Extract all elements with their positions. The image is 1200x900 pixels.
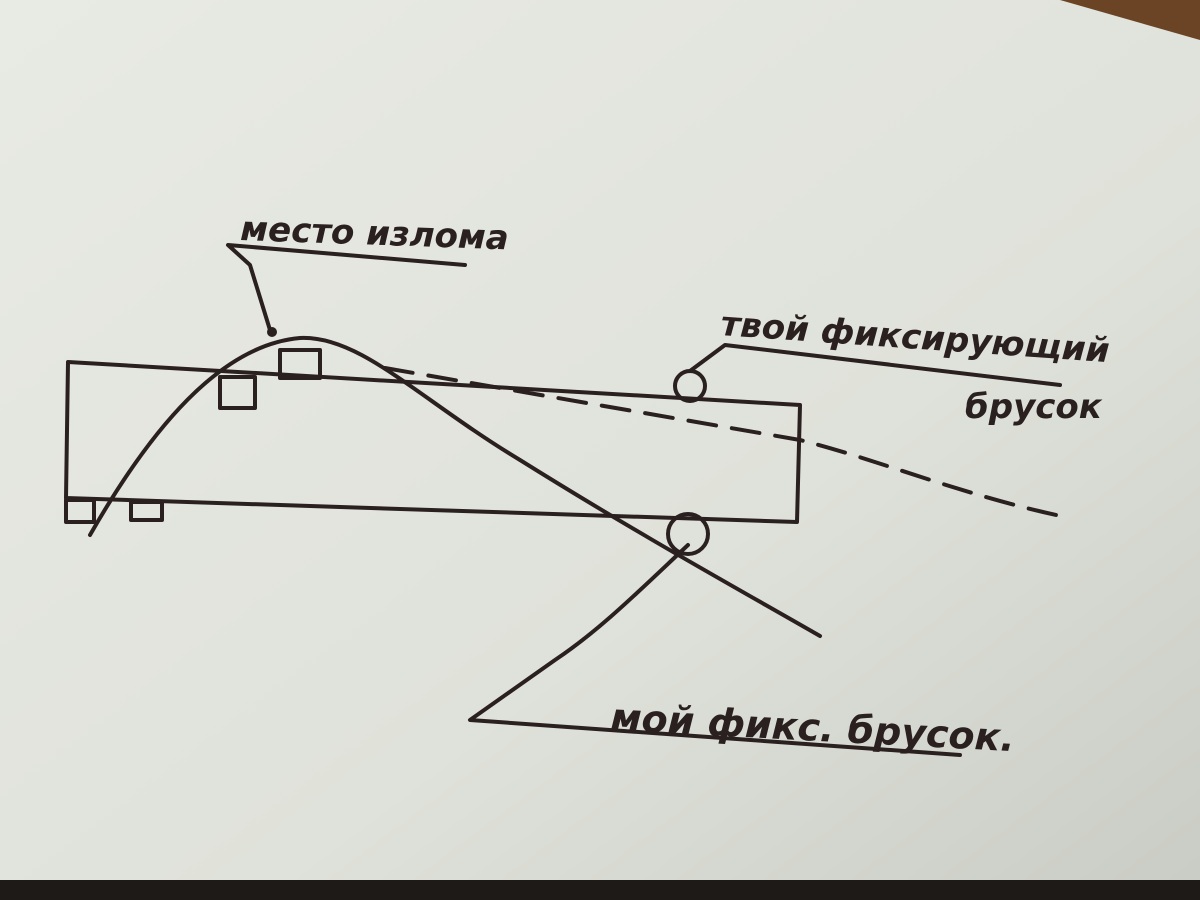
my-bar-circle <box>666 512 710 556</box>
break-point-marker <box>267 327 277 337</box>
bend-curve <box>88 335 822 638</box>
block-bottom-2 <box>129 500 164 522</box>
your-bar-label-line2: брусок <box>965 387 1103 427</box>
block-top-1 <box>218 375 257 410</box>
your-bar-leader <box>688 343 1062 387</box>
block-top-2 <box>278 348 322 380</box>
break-point-label: место излома <box>240 209 510 258</box>
break-point-leader <box>226 243 467 332</box>
block-bottom-1 <box>64 498 96 524</box>
beam-outline <box>64 360 802 524</box>
my-bar-leader <box>468 543 962 757</box>
dashed-line <box>383 366 1072 520</box>
bottom-shadow <box>0 880 1200 900</box>
